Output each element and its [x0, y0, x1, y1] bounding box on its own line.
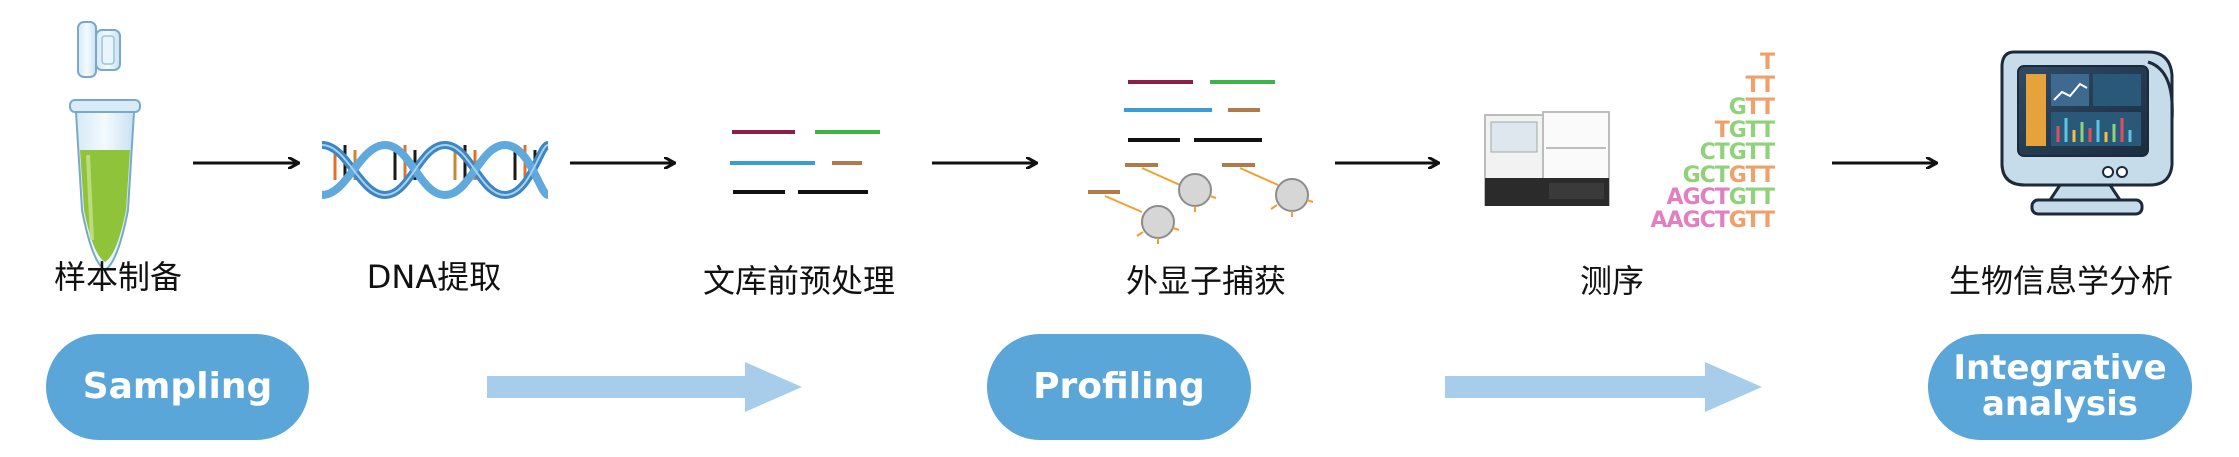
sequence-row: AAGCTGTT — [1650, 207, 1775, 233]
sequence-suffix: TT — [1745, 95, 1775, 120]
phase-label-integrative-line1: Integrative — [1953, 348, 2167, 389]
sequence-row: GTT — [1650, 95, 1775, 120]
phase-label-integrative-line2: analysis — [1981, 384, 2139, 424]
sequence-suffix: T — [1759, 50, 1775, 75]
phase-pill-profiling: Profiling — [987, 334, 1251, 440]
sequence-reads: T TT GTT TGTT CTGTT GCTGTT AGCTGTT AAGCT… — [1650, 50, 1775, 233]
sequence-row: GCTGTT — [1650, 162, 1775, 188]
flow-arrow-1 — [487, 362, 802, 412]
sequence-prefix: T — [1714, 117, 1730, 143]
sequence-suffix: TT — [1745, 72, 1775, 98]
sample-tube-icon — [69, 21, 141, 272]
exome-capture-icon — [1088, 80, 1314, 244]
sequence-suffix: GTT — [1728, 207, 1775, 233]
step-label-sampling-prep: 样本制备 — [53, 258, 183, 296]
sequence-row: AGCTGTT — [1650, 185, 1775, 210]
step-label-exome-capture: 外显子捕获 — [1125, 262, 1287, 300]
flow-arrow-2 — [1445, 362, 1762, 412]
phase-label-profiling: Profiling — [1033, 366, 1205, 408]
sequence-suffix: GTT — [1728, 162, 1775, 188]
sequence-prefix: CT — [1699, 140, 1730, 165]
sequence-prefix: GCT — [1682, 162, 1730, 188]
sequence-row: CTGTT — [1650, 140, 1775, 165]
sequence-prefix: AGCT — [1666, 185, 1730, 210]
sequence-suffix: GTT — [1728, 140, 1775, 165]
step-label-dna-extraction: DNA提取 — [366, 258, 502, 296]
step-label-library-prep: 文库前预处理 — [702, 262, 896, 300]
sequencer-icon — [1484, 111, 1610, 206]
computer-monitor-icon — [2000, 50, 2174, 216]
phase-pill-sampling: Sampling — [46, 334, 309, 440]
sequence-suffix: GTT — [1728, 185, 1775, 210]
dna-helix-icon — [321, 140, 550, 200]
phase-label-sampling: Sampling — [82, 366, 273, 408]
sequence-row: TGTT — [1650, 117, 1775, 143]
step-label-sequencing: 测序 — [1579, 262, 1645, 300]
sequence-prefix: G — [1728, 95, 1747, 120]
library-fragments-icon — [730, 130, 880, 194]
sequence-suffix: GTT — [1728, 117, 1775, 143]
step-label-bioinformatics: 生物信息学分析 — [1948, 262, 2174, 300]
phase-pill-integrative-analysis: Integrative analysis — [1928, 334, 2192, 440]
sequence-row: T — [1650, 50, 1775, 75]
sequence-row: TT — [1650, 72, 1775, 98]
sequence-prefix: AAGCT — [1650, 207, 1730, 233]
